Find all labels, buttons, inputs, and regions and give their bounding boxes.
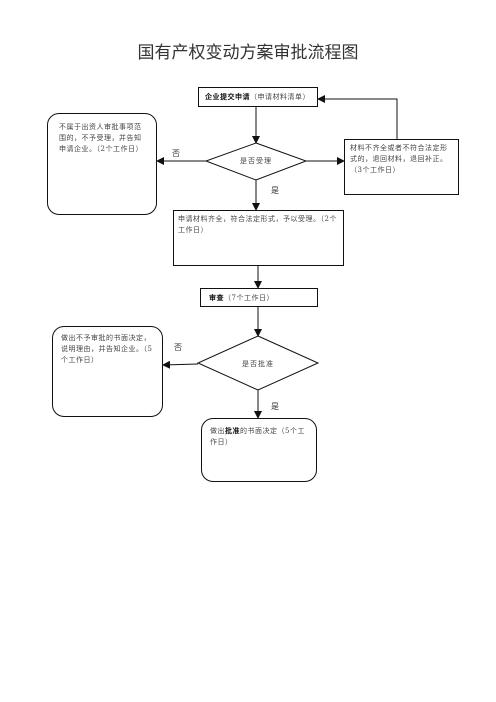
reject2-box: 做出不予审批的书面决定，说明理由，并告知企业。（5个工作日） bbox=[52, 326, 163, 417]
decision2-label: 是否批准 bbox=[242, 360, 274, 368]
label-no-2: 否 bbox=[174, 343, 182, 352]
reject1-box: 不属于出资人审批事项范围的，不予受理，并告知申请企业。（2个工作日） bbox=[47, 113, 157, 215]
label-yes-2: 是 bbox=[271, 402, 279, 411]
start-box: 企业提交申请（申请材料清单） bbox=[198, 87, 318, 107]
start-box-rest: （申请材料清单） bbox=[250, 93, 310, 101]
arrow-decision2-to-reject2 bbox=[162, 360, 199, 369]
arrow-incomplete-to-start bbox=[317, 95, 398, 139]
decision1-label: 是否受理 bbox=[240, 157, 272, 165]
approve-box: 做出批准的书面决定（5个工作日） bbox=[201, 418, 317, 482]
approve-box-pre: 做出 bbox=[210, 427, 225, 435]
incomplete-box: 材料不齐全或者不符合法定形式的，退回材料，退回补正。（3个工作日） bbox=[344, 139, 459, 195]
approve-box-bold: 批准 bbox=[225, 426, 240, 435]
approve-box-rest: 的书面决定（5个工作日） bbox=[210, 427, 305, 446]
label-no-1: 否 bbox=[172, 149, 180, 158]
review-box-rest: （7个工作日） bbox=[224, 294, 274, 302]
start-box-bold: 企业提交申请 bbox=[205, 92, 250, 101]
label-yes-1: 是 bbox=[271, 186, 279, 195]
review-box: 审查（7个工作日） bbox=[200, 288, 318, 307]
review-box-bold: 审查 bbox=[209, 293, 224, 302]
page-title: 国有产权变动方案审批流程图 bbox=[137, 43, 359, 63]
accept-box: 申请材料齐全，符合法定形式，予以受理。（2个工作日） bbox=[173, 210, 344, 266]
